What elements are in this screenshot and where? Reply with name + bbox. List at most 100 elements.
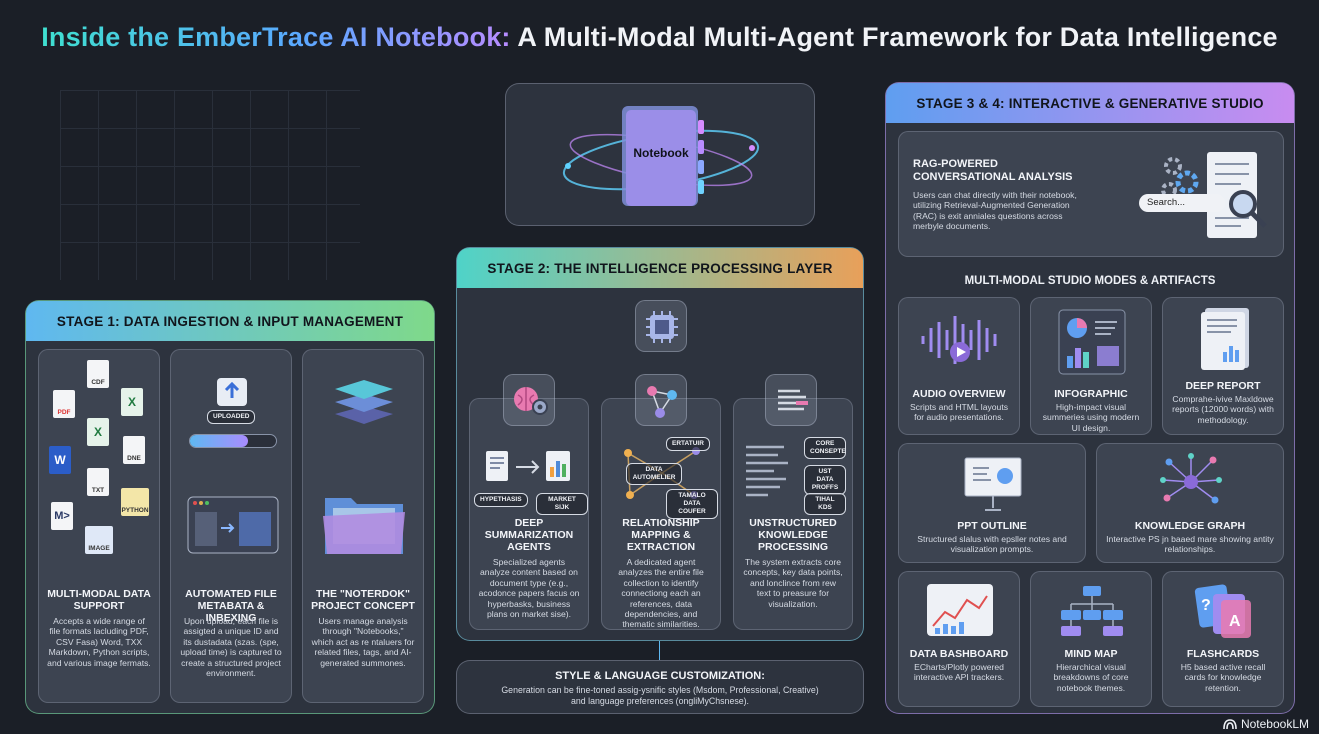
- stage34-panel: STAGE 3 & 4: INTERACTIVE & GENERATIVE ST…: [885, 82, 1295, 714]
- card-desc: Specialized agents analyze content based…: [478, 557, 580, 620]
- card-desc: H5 based active recall cards for knowled…: [1180, 662, 1266, 693]
- card-desc: A dedicated agent analyzes the entire fi…: [618, 557, 704, 630]
- metadata-window-icon: [187, 496, 279, 554]
- rag-card: RAG-POWERED CONVERSATIONAL ANALYSIS User…: [898, 131, 1284, 257]
- brain-gear-icon: [514, 387, 548, 415]
- title-highlight: Inside the EmberTrace AI Notebook:: [41, 22, 511, 52]
- studio-card-ppt[interactable]: PPT OUTLINE Structured slalus with epsll…: [898, 443, 1086, 563]
- stage2-card-summarization: DEEP SUMMARIZATION AGENTS Specialized ag…: [469, 398, 589, 630]
- card-desc: The system extracts core concepts, key d…: [743, 557, 843, 609]
- card-desc: Hierarchical visual breakdowns of core n…: [1053, 662, 1129, 693]
- ertatuir-tag: ERTATUIR: [666, 437, 710, 451]
- studio-card-mindmap[interactable]: MIND MAP Hierarchical visual breakdowns …: [1030, 571, 1152, 707]
- card-title: AUDIO OVERVIEW: [912, 388, 1006, 400]
- notebook-orbit-icon: [562, 106, 760, 206]
- style-desc-line1: Generation can be fine-toned assig-ysnif…: [501, 685, 819, 695]
- txt-file-icon: TXT: [87, 468, 109, 496]
- excel-file-icon: X: [121, 388, 143, 416]
- style-desc-line2: and language preferences (ongliMyChsnese…: [571, 696, 749, 706]
- brain-icon-box: [503, 374, 555, 426]
- style-customization-card: STYLE & LANGUAGE CUSTOMIZATION: Generati…: [456, 660, 864, 714]
- notebooklm-logo-icon: [1223, 719, 1237, 730]
- cdf-file-icon: CDF: [87, 360, 109, 388]
- studio-card-infographic[interactable]: INFOGRAPHIC High-impact visual summeries…: [1030, 297, 1152, 435]
- layers-icon: [335, 380, 393, 424]
- stage1-card-multimodal: CDF PDF X X DNE W TXT PYTHON M> IMAGE MU…: [38, 349, 160, 703]
- folder-icon: [323, 498, 405, 554]
- image-file-icon: IMAGE: [85, 526, 113, 554]
- dashboard-chart-icon: [927, 584, 993, 636]
- brand-label: NotebookLM: [1240, 717, 1309, 731]
- pdf-file-icon: PDF: [53, 390, 75, 418]
- text-lines-icon: [746, 445, 788, 497]
- document-transform-icon: [486, 451, 570, 481]
- gear-icon: [1161, 157, 1199, 198]
- studio-card-flashcards[interactable]: ?A FLASHCARDS H5 based active recall car…: [1162, 571, 1284, 707]
- upload-progress-bar: [189, 434, 277, 448]
- card-title: THE "NOTERDOK" PROJECT CONCEPT: [311, 588, 415, 612]
- card-title: FLASHCARDS: [1186, 648, 1260, 660]
- stage2-card-knowledge: CORE CONSEPTE UST DATA PROFFS TIHAL KDS …: [733, 398, 853, 630]
- stage2-panel: STAGE 2: THE INTELLIGENCE PROCESSING LAY…: [456, 247, 864, 641]
- stage34-header: STAGE 3 & 4: INTERACTIVE & GENERATIVE ST…: [886, 83, 1294, 123]
- dne-file-icon: DNE: [123, 436, 145, 464]
- search-input[interactable]: Search...: [1139, 194, 1225, 212]
- studio-card-knowledge-graph[interactable]: KNOWLEDGE GRAPH Interactive PS jn baaed …: [1096, 443, 1284, 563]
- excel-file-icon-2: X: [87, 418, 109, 446]
- card-desc: High-impact visual summeries using moder…: [1042, 402, 1140, 433]
- notebook-hero: Notebook: [505, 83, 815, 226]
- stage1-header: STAGE 1: DATA INGESTION & INPUT MANAGEME…: [26, 301, 434, 341]
- card-desc: Scripts and HTML layouts for audio prese…: [909, 402, 1009, 423]
- card-title: DATA BASHBOARD: [909, 648, 1009, 660]
- card-desc: Accepts a wide range of file formats lac…: [47, 616, 151, 668]
- tihal-tag: TIHAL KDS: [804, 493, 846, 515]
- stage2-card-relationship: ERTATUIR DATA AUTOMELIER TAMALO DATA COU…: [601, 398, 721, 630]
- list-lines-icon: [778, 389, 808, 411]
- card-title: DEEP SUMMARIZATION AGENTS: [484, 517, 574, 553]
- stage1-card-notebook: THE "NOTERDOK" PROJECT CONCEPT Users man…: [302, 349, 424, 703]
- card-title: MIND MAP: [1064, 648, 1118, 660]
- style-title: STYLE & LANGUAGE CUSTOMIZATION:: [555, 670, 765, 682]
- knowledge-graph-icon: [1160, 453, 1222, 504]
- flashcards-icon: ?A: [1194, 584, 1251, 638]
- studio-card-audio[interactable]: AUDIO OVERVIEW Scripts and HTML layouts …: [898, 297, 1020, 435]
- card-desc: Upon upload, each file is assigted a uni…: [180, 616, 282, 679]
- network-icon: [647, 386, 677, 418]
- card-title: INFOGRAPHIC: [1054, 388, 1128, 400]
- card-desc: Users manage analysis through "Notebooks…: [311, 616, 415, 668]
- mind-map-icon: [1061, 586, 1123, 636]
- tamalo-tag: TAMALO DATA COUFER: [666, 489, 718, 519]
- rag-title-1: RAG-POWERED: [913, 158, 998, 170]
- card-desc: Comprahe-ivive Maxldowe reports (12000 w…: [1172, 394, 1274, 425]
- svg-text:A: A: [1229, 613, 1241, 630]
- stage2-header: STAGE 2: THE INTELLIGENCE PROCESSING LAY…: [457, 248, 863, 288]
- ust-data-tag: UST DATA PROFFS: [804, 465, 846, 495]
- rag-desc: Users can chat directly with their noteb…: [913, 190, 1077, 232]
- chip-icon-box: [635, 300, 687, 352]
- card-title: PPT OUTLINE: [957, 520, 1027, 532]
- page-title: Inside the EmberTrace AI Notebook: A Mul…: [0, 22, 1319, 53]
- notebook-label: Notebook: [633, 146, 689, 160]
- soundwave-play-icon: [921, 316, 997, 364]
- card-desc: ECharts/Plotly powered interactive API t…: [913, 662, 1005, 683]
- infographic-icon: [1058, 309, 1126, 375]
- studio-card-report[interactable]: DEEP REPORT Comprahe-ivive Maxldowe repo…: [1162, 297, 1284, 435]
- title-rest: A Multi-Modal Multi-Agent Framework for …: [510, 22, 1278, 52]
- studio-card-dashboard[interactable]: DATA BASHBOARD ECharts/Plotly powered in…: [898, 571, 1020, 707]
- hypothesis-tag: HYPETHASIS: [474, 493, 528, 507]
- connector-line: [659, 641, 660, 660]
- svg-text:?: ?: [1201, 597, 1211, 614]
- report-icon: [1201, 308, 1249, 370]
- notebooklm-brand: NotebookLM: [1223, 717, 1309, 731]
- word-file-icon: W: [49, 446, 71, 474]
- card-title: UNSTRUCTURED KNOWLEDGE PROCESSING: [749, 517, 837, 553]
- list-icon-box: [765, 374, 817, 426]
- core-concepts-tag: CORE CONSEPTE: [804, 437, 846, 459]
- market-tag: MARKET SIJK: [536, 493, 588, 515]
- stage1-card-metadata: UPLOADED AUTOMATED FILE METABATA & INBEX…: [170, 349, 292, 703]
- magnifier-icon: [1229, 190, 1267, 228]
- data-automelier-tag: DATA AUTOMELIER: [626, 463, 682, 485]
- card-title: AUTOMATED FILE METABATA & INBEXING: [185, 588, 277, 624]
- markdown-file-icon: M>: [51, 502, 73, 530]
- chip-icon: [646, 311, 678, 343]
